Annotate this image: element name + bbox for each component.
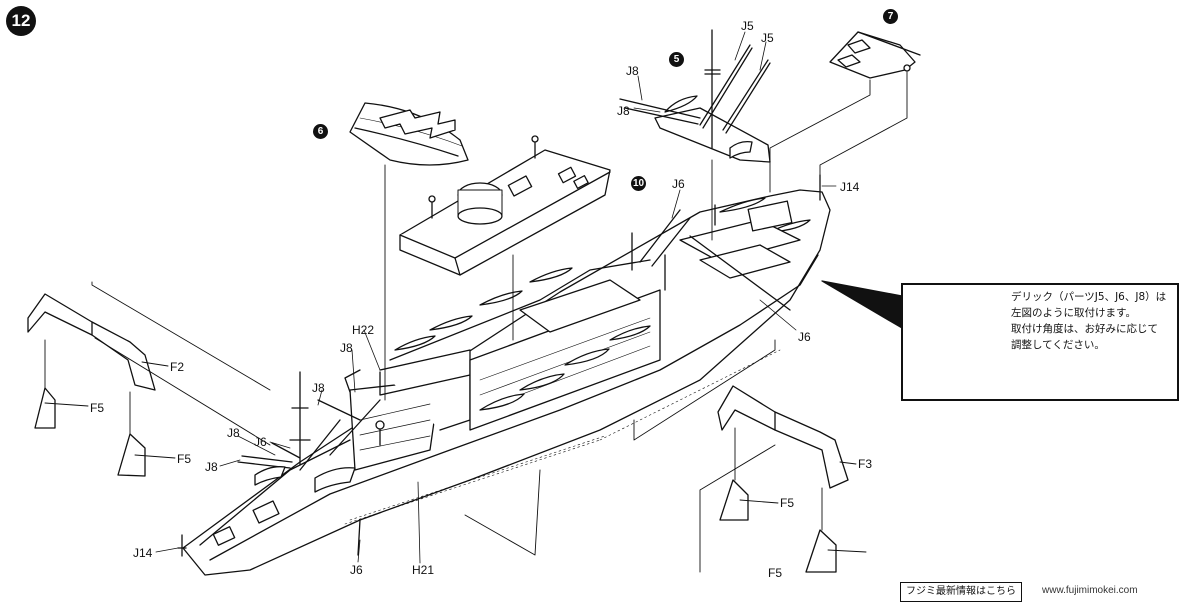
j5-derricks (699, 44, 771, 134)
stand-guides-right (464, 339, 867, 573)
note-line-2: 左図のように取付けます。 (1011, 307, 1136, 319)
part-badge-7: 7 (883, 9, 898, 24)
label-h22: H22 (352, 323, 375, 337)
part-6-bridge-top (349, 102, 469, 166)
note-line-1: デリック（パーツJ5、J6、J8）は (1011, 291, 1167, 303)
bridge-superstructure (344, 349, 471, 471)
aft-deck (679, 200, 801, 279)
label-f3: F3 (858, 457, 873, 471)
label-f5-right-b: F5 (768, 566, 783, 580)
hull-masts (289, 174, 821, 466)
note-line-4: 調整してください。 (1011, 339, 1105, 351)
part-5-mast-platform (619, 29, 771, 163)
bow-winch (254, 466, 356, 493)
footer: フジミ最新情報はこちら www.fujimimokei.com (900, 582, 1190, 602)
stand-f2 (27, 293, 156, 391)
stand-f5-right-b (805, 529, 837, 573)
bow-deck (177, 439, 351, 557)
guide-line-7b (769, 79, 871, 193)
label-j8-left-c: J8 (227, 426, 240, 440)
label-j8-left-b: J8 (312, 381, 325, 395)
label-j6-bottom: J6 (350, 563, 363, 577)
label-j8-left-a: J8 (340, 341, 353, 355)
derricks (237, 209, 791, 556)
part-badge-5: 5 (669, 52, 684, 67)
step-number-badge: 12 (6, 6, 36, 36)
part-badge-6: 6 (313, 124, 328, 139)
label-j8-left-d: J8 (205, 460, 218, 474)
label-h21: H21 (412, 563, 435, 577)
label-j6-left: J6 (254, 435, 267, 449)
derrick-note-box: デリック（パーツJ5、J6、J8）は 左図のように取付けます。 取付け角度は、お… (901, 283, 1179, 401)
stand-f5-right-a (719, 479, 749, 521)
label-j14-stern: J14 (840, 180, 860, 194)
label-j8-top-b: J8 (617, 104, 630, 118)
leader-lines (155, 31, 837, 564)
label-f5-left-a: F5 (90, 401, 105, 415)
label-j14-bow: J14 (133, 546, 153, 560)
label-f2: F2 (170, 360, 185, 374)
stand-f3 (717, 385, 849, 489)
stand-f5-left-b (117, 433, 146, 477)
stand-f5-left-a (34, 387, 56, 429)
label-j5-a: J5 (741, 19, 754, 33)
label-j8-top-a: J8 (626, 64, 639, 78)
stand-guides-left (44, 281, 271, 459)
label-j6-mid: J6 (672, 177, 685, 191)
callout-pointer (821, 280, 903, 329)
label-j5-b: J5 (761, 31, 774, 45)
derrick-note-text: デリック（パーツJ5、J6、J8）は 左図のように取付けます。 取付け角度は、お… (1011, 289, 1176, 353)
note-line-3: 取付け角度は、お好みに応じて (1011, 323, 1158, 335)
label-j6-right: J6 (798, 330, 811, 344)
funnel-base (375, 420, 385, 446)
part-7-aft-platform (829, 31, 921, 79)
guide-line-7a (819, 71, 908, 179)
part-10-deckhouse (399, 135, 611, 276)
lifeboats (394, 197, 811, 411)
latest-info-link[interactable]: フジミ最新情報はこちら (900, 582, 1022, 602)
label-f5-left-b: F5 (177, 452, 192, 466)
footer-url[interactable]: www.fujimimokei.com (1042, 585, 1138, 596)
part-badge-10: 10 (631, 176, 646, 191)
label-f5-right-a: F5 (780, 496, 795, 510)
